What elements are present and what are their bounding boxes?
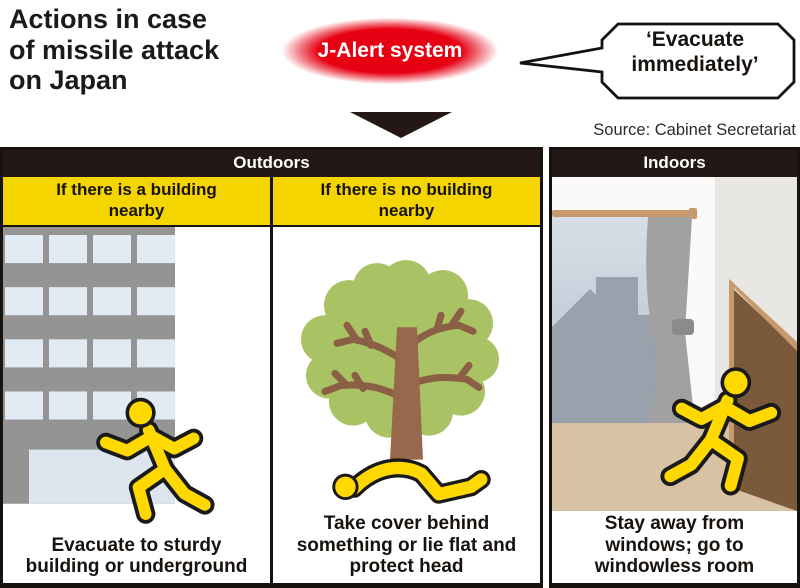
tree-trunk	[390, 327, 423, 460]
curtain	[646, 217, 695, 426]
indoor-scene	[552, 177, 797, 512]
curtain-rod-endcap	[689, 208, 697, 220]
j-alert-badge: J-Alert system	[256, 3, 524, 103]
building-illustration	[3, 227, 270, 583]
outdoors-panels: Evacuate to sturdy building or undergrou…	[3, 227, 540, 583]
curtain-rod	[552, 210, 694, 218]
source-credit: Source: Cabinet Secretariat	[593, 121, 796, 139]
building	[3, 227, 175, 504]
subheader-no-building-nearby: If there is no building nearby	[270, 177, 540, 225]
caption-indoors: Stay away from windows; go to windowless…	[594, 513, 755, 578]
indoors-header: Indoors	[552, 150, 797, 177]
subheader-building-nearby: If there is a building nearby	[3, 177, 270, 225]
indoors-section: Indoors	[549, 147, 800, 588]
tree-illustration	[301, 260, 499, 583]
outdoors-subheaders: If there is a building nearby If there i…	[3, 177, 540, 227]
lying-person-icon	[334, 468, 481, 499]
j-alert-label: J-Alert system	[317, 39, 463, 62]
caption-tree: Take cover behind something or lie flat …	[296, 513, 517, 578]
outdoors-section: Outdoors If there is a building nearby I…	[0, 147, 543, 588]
speech-bubble	[519, 22, 796, 100]
outdoors-header: Outdoors	[3, 150, 540, 177]
speech-bubble-text: ‘Evacuate immediately’	[631, 28, 759, 76]
page-title: Actions in case of missile attack on Jap…	[9, 4, 220, 95]
window	[552, 217, 664, 426]
arrow-down-icon	[350, 112, 452, 138]
panel-building: Evacuate to sturdy building or undergrou…	[3, 227, 270, 583]
panel-tree: Take cover behind something or lie flat …	[270, 227, 540, 583]
building-windows	[5, 235, 175, 420]
speech-bubble-shape	[519, 22, 796, 100]
caption-building: Evacuate to sturdy building or undergrou…	[25, 534, 248, 578]
indoor-scene-illustration	[552, 177, 797, 512]
